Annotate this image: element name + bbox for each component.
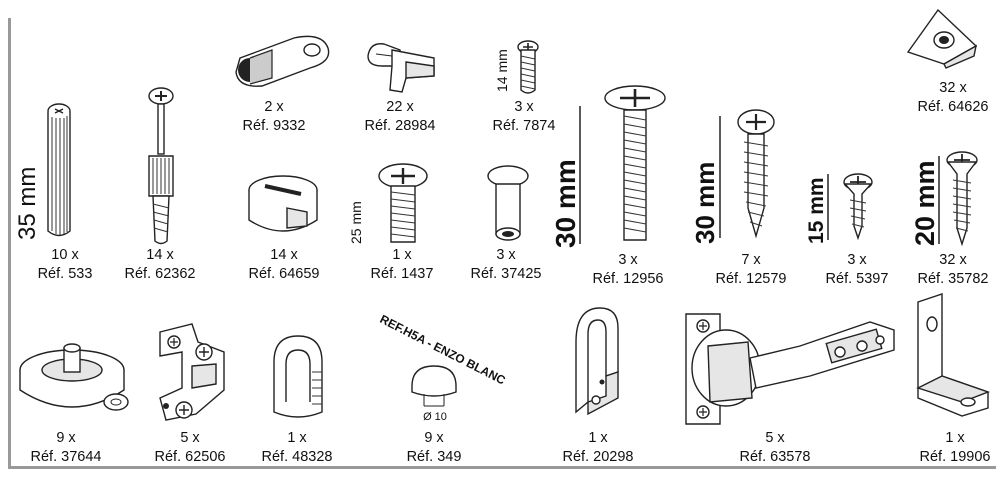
qty-label: 22 x xyxy=(386,99,414,115)
qty-label: 32 x xyxy=(939,80,967,96)
barrel-nut-icon xyxy=(487,165,529,241)
ref-label: Réf. 37644 xyxy=(30,449,102,465)
ref-label: Réf. 19906 xyxy=(919,449,991,465)
qty-label: 14 x xyxy=(270,247,298,263)
qty-label: 1 x xyxy=(287,430,307,446)
u-clip-icon xyxy=(273,335,323,418)
qty-label: 3 x xyxy=(496,247,516,263)
machine-screw-icon xyxy=(378,163,428,243)
cam-lock-icon xyxy=(248,175,318,232)
qty-label: 5 x xyxy=(180,430,200,446)
wood-dowel-icon xyxy=(47,103,71,237)
ref-label: Réf. 1437 xyxy=(370,266,434,282)
qty-label: 9 x xyxy=(56,430,76,446)
qty-label: 14 x xyxy=(146,247,174,263)
dimension-line xyxy=(827,174,829,240)
ref-label: Réf. 62362 xyxy=(124,266,196,282)
ref-label: Réf. 7874 xyxy=(492,118,556,134)
wood-screw-icon xyxy=(737,109,775,239)
ref-label: Réf. 35782 xyxy=(917,271,989,287)
qty-label: 5 x xyxy=(765,430,785,446)
dimension-label: 20 mm xyxy=(910,160,940,246)
ref-label: Réf. 5397 xyxy=(825,271,889,287)
ref-label: Réf. 28984 xyxy=(364,118,436,134)
ref-label: Réf. 533 xyxy=(37,266,93,282)
ref-label: Réf. 12579 xyxy=(715,271,787,287)
qty-label: 10 x xyxy=(51,247,79,263)
dimension-label: 30 mm xyxy=(690,161,720,244)
cover-cap-icon xyxy=(411,365,457,407)
countersunk-screw-icon xyxy=(843,173,873,241)
qty-label: 1 x xyxy=(945,430,965,446)
qty-label: 1 x xyxy=(392,247,412,263)
qty-label: 32 x xyxy=(939,252,967,268)
ref-label: Réf. 48328 xyxy=(261,449,333,465)
qty-label: 9 x xyxy=(424,430,444,446)
ref-label: Réf. 62506 xyxy=(154,449,226,465)
ref-label: Réf. 9332 xyxy=(242,118,306,134)
cam-bracket-icon xyxy=(235,35,330,87)
dimension-label: 30 mm xyxy=(550,159,581,248)
hook-bracket-icon xyxy=(575,307,619,416)
hinge-plate-icon xyxy=(159,323,225,421)
countersunk-screw-icon xyxy=(946,151,978,247)
cabinet-hinge-icon xyxy=(685,313,895,425)
dimension-line xyxy=(579,106,581,244)
ref-label: Réf. 64626 xyxy=(917,99,989,115)
dimension-label: 15 mm xyxy=(805,177,828,244)
hardware-sheet-frame xyxy=(8,18,996,469)
dimension-label: 14 mm xyxy=(494,49,510,92)
dimension-label: Ø 10 xyxy=(423,411,447,423)
qty-label: 7 x xyxy=(741,252,761,268)
ref-label: Réf. 20298 xyxy=(562,449,634,465)
qty-label: 1 x xyxy=(588,430,608,446)
qty-label: 2 x xyxy=(264,99,284,115)
qty-label: 3 x xyxy=(847,252,867,268)
ref-label: Réf. 64659 xyxy=(248,266,320,282)
short-screw-icon xyxy=(517,40,539,94)
corner-block-icon xyxy=(906,8,978,69)
leveling-foot-icon xyxy=(19,343,129,411)
ref-label: Réf. 63578 xyxy=(739,449,811,465)
qty-label: 3 x xyxy=(514,99,534,115)
long-screw-icon xyxy=(604,85,666,241)
shelf-support-icon xyxy=(367,43,435,93)
dimension-line xyxy=(938,156,940,244)
connector-bolt-icon xyxy=(148,87,174,245)
dimension-label: 35 mm xyxy=(14,166,41,240)
dimension-label: 25 mm xyxy=(348,201,364,244)
angle-bracket-icon xyxy=(916,293,991,417)
ref-label: Réf. 12956 xyxy=(592,271,664,287)
ref-label: Réf. 37425 xyxy=(470,266,542,282)
ref-label: Réf. 349 xyxy=(406,449,462,465)
dimension-line xyxy=(719,116,721,238)
qty-label: 3 x xyxy=(618,252,638,268)
